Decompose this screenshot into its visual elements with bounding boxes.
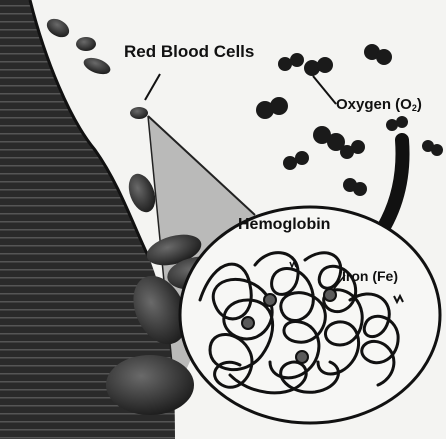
oxygen-molecule xyxy=(304,57,333,76)
red-blood-cell xyxy=(76,37,96,51)
oxygen-molecule xyxy=(386,116,408,131)
red-blood-cell xyxy=(81,55,112,78)
red-blood-cell xyxy=(106,355,194,415)
iron-atom xyxy=(296,351,308,363)
iron-atom xyxy=(264,294,276,306)
iron-atom xyxy=(324,289,336,301)
hemoglobin-circle xyxy=(180,207,440,423)
oxygen-molecule xyxy=(422,140,443,156)
oxygen-molecule xyxy=(313,126,345,151)
oxygen-molecule xyxy=(283,151,309,170)
oxygen-molecule xyxy=(364,44,392,65)
oxygen-molecule xyxy=(343,178,367,196)
red-blood-cells-label: Red Blood Cells xyxy=(124,42,254,62)
oxygen-pointer-line xyxy=(313,76,336,104)
oxygen-label-close: ) xyxy=(417,96,422,113)
bound-oxygen-mark xyxy=(290,262,296,267)
rbc-pointer-line xyxy=(145,74,160,100)
red-blood-cell xyxy=(44,15,73,41)
oxygen-molecules xyxy=(256,44,443,196)
oxygen-label-text: Oxygen (O xyxy=(336,96,412,113)
oxygen-molecule xyxy=(256,97,288,119)
red-blood-cell xyxy=(130,107,148,119)
hemoglobin-label: Hemoglobin xyxy=(238,216,330,234)
iron-label: Iron (Fe) xyxy=(342,268,398,284)
oxygen-molecule xyxy=(278,53,304,71)
iron-atom xyxy=(242,317,254,329)
oxygen-label: Oxygen (O2) xyxy=(336,96,422,113)
